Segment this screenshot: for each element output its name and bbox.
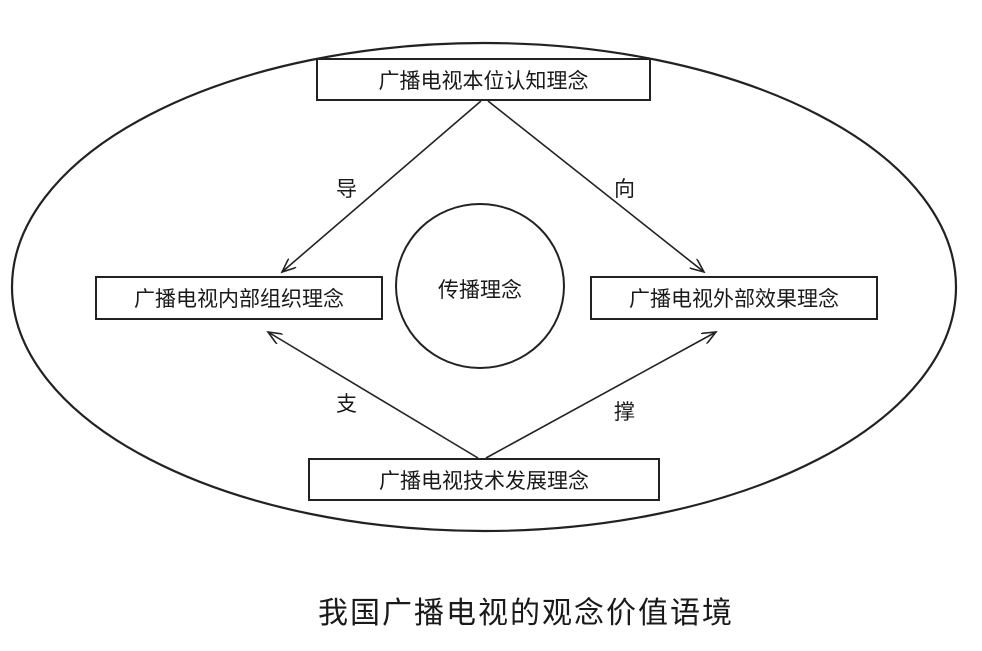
figure-caption: 我国广播电视的观念价值语境 — [318, 596, 734, 631]
node-label: 广播电视外部效果理念 — [629, 287, 839, 311]
node-cognition-concept: 广播电视本位认知理念 — [316, 58, 651, 101]
node-label: 广播电视本位认知理念 — [378, 68, 589, 93]
diagram-lines — [10, 41, 958, 533]
concept-diagram: 广播电视本位认知理念 广播电视内部组织理念 广播电视外部效果理念 广播电视技术发… — [10, 41, 958, 533]
arrow-bottom-to-left — [268, 332, 479, 459]
arrow-top-to-right — [487, 100, 704, 272]
arrow-bottom-to-right — [485, 332, 716, 459]
arrow-top-to-left — [282, 100, 482, 272]
node-label: 广播电视内部组织理念 — [134, 287, 344, 311]
outer-ellipse — [10, 41, 958, 533]
center-circle-communication-concept: 传播理念 — [395, 203, 565, 369]
arrow-label-support-right: 撑 — [614, 400, 635, 424]
arrow-label-guide-right: 向 — [614, 177, 635, 201]
arrow-label-guide-left: 导 — [336, 177, 357, 201]
node-internal-organization-concept: 广播电视内部组织理念 — [95, 276, 383, 320]
node-technology-development-concept: 广播电视技术发展理念 — [308, 458, 660, 501]
center-label: 传播理念 — [438, 278, 522, 302]
node-label: 广播电视技术发展理念 — [379, 468, 589, 493]
node-external-effect-concept: 广播电视外部效果理念 — [590, 276, 878, 320]
arrow-label-support-left: 支 — [336, 392, 357, 416]
